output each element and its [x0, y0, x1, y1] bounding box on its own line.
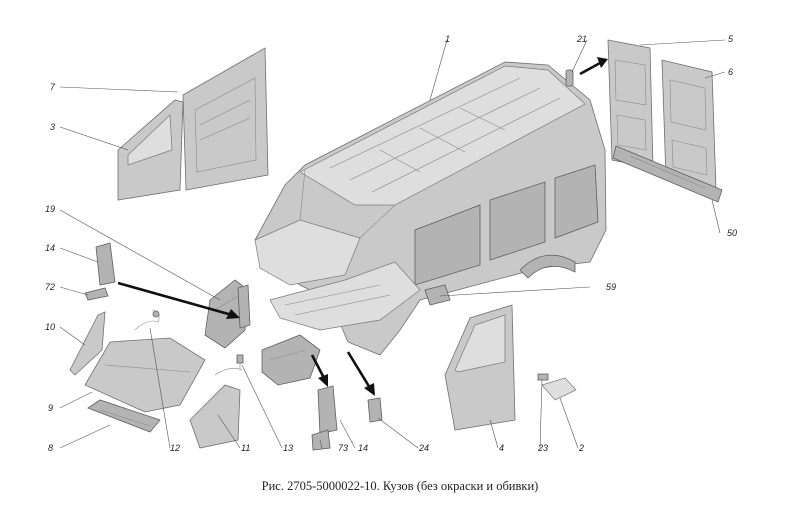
side-door-4 — [444, 304, 516, 431]
callout-8: 8 — [48, 443, 53, 453]
callout-7: 7 — [50, 82, 56, 92]
callout-72: 72 — [45, 282, 55, 292]
hood-9 — [84, 337, 206, 413]
front-door-left-3 — [117, 99, 184, 201]
leader-lines — [59, 39, 726, 449]
cowl-panel-8 — [87, 399, 161, 433]
rear-panel-50 — [612, 145, 723, 203]
rear-door-left-5 — [607, 39, 654, 169]
floor-panel-59 — [424, 284, 451, 306]
bracket-73 — [311, 429, 331, 451]
callout-3: 3 — [50, 122, 55, 132]
bracket-24 — [367, 397, 383, 423]
callout-24: 24 — [418, 443, 429, 453]
callout-6: 6 — [728, 67, 733, 77]
callout-14-lower: 14 — [358, 443, 368, 453]
van-body-shell — [204, 61, 607, 386]
callout-50: 50 — [727, 228, 737, 238]
hinge-part-21 — [565, 69, 574, 87]
bracket-72 — [84, 287, 109, 301]
body-exploded-diagram: 1 5 6 21 7 3 50 59 19 14 72 10 9 8 12 11… — [45, 34, 737, 453]
door-outer-panel-7 — [182, 47, 269, 191]
wheel-housing-11 — [189, 384, 241, 449]
callout-13: 13 — [283, 443, 293, 453]
callout-10: 10 — [45, 322, 55, 332]
figure-caption: Рис. 2705-5000022-10. Кузов (без окраски… — [261, 479, 539, 493]
fender-10 — [69, 311, 106, 376]
bracket-19 — [237, 284, 251, 329]
callout-labels: 1 5 6 21 7 3 50 59 19 14 72 10 9 8 12 11… — [45, 34, 737, 453]
callout-5: 5 — [728, 34, 734, 44]
bracket-14-lower — [317, 385, 338, 435]
callout-1: 1 — [445, 34, 450, 44]
callout-21: 21 — [576, 34, 587, 44]
fuel-flap-2 — [541, 377, 577, 401]
callout-4: 4 — [499, 443, 504, 453]
callout-59: 59 — [606, 282, 616, 292]
cable-13 — [214, 354, 244, 376]
fuel-flap-hinge-23 — [537, 373, 549, 381]
assembly-arrows — [117, 57, 608, 396]
callout-14-upper: 14 — [45, 243, 55, 253]
callout-11: 11 — [241, 443, 250, 453]
callout-23: 23 — [537, 443, 548, 453]
callout-9: 9 — [48, 403, 53, 413]
callout-19: 19 — [45, 204, 55, 214]
bracket-14-upper — [95, 242, 116, 286]
callout-12: 12 — [170, 443, 180, 453]
cable-12 — [134, 309, 160, 331]
callout-2: 2 — [578, 443, 584, 453]
callout-73: 73 — [338, 443, 348, 453]
